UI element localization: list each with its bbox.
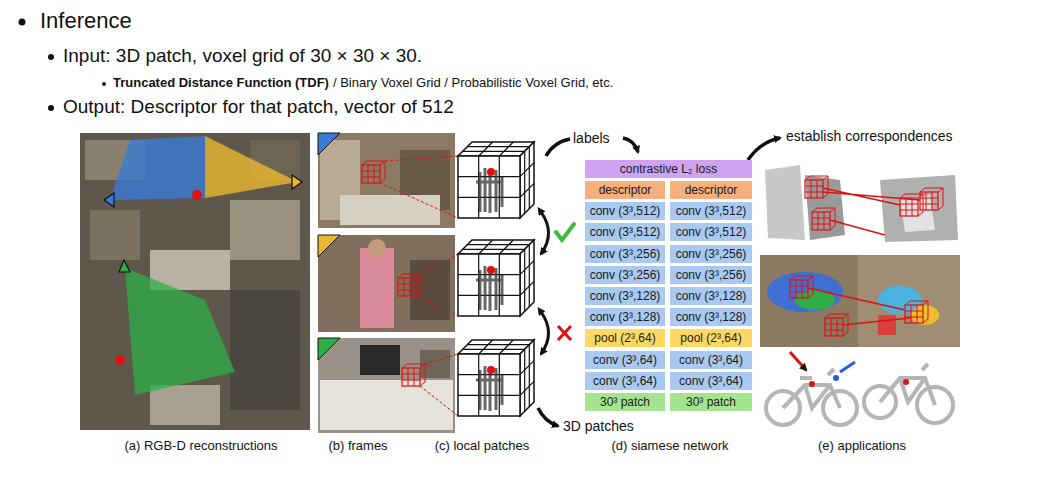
conv-layer: conv (3³,256) — [585, 266, 665, 284]
bullet-text: Input: 3D patch, voxel grid of 30 × 30 ×… — [63, 45, 422, 67]
sub-bullet-text: / Binary Voxel Grid / Probabilistic Voxe… — [333, 76, 613, 91]
match-marks — [541, 212, 574, 354]
conv-layer: conv (3³,64) — [585, 351, 665, 369]
pool-layer: pool (2³,64) — [585, 329, 665, 347]
conv-layer: conv (3³,128) — [670, 287, 752, 305]
conv-layer: conv (3³,256) — [585, 245, 665, 263]
application-images — [760, 160, 960, 425]
panel-caption: (a) RGB-D reconstructions — [124, 439, 277, 454]
bullet-heading: Inference — [40, 8, 132, 33]
pool-layer: pool (2³,64) — [670, 329, 752, 347]
flow-arrows — [538, 138, 780, 426]
layer-label: 30³ patch — [600, 393, 650, 411]
layer-label: conv (3³,128) — [590, 287, 661, 305]
layer-label: conv (3³,256) — [590, 266, 661, 284]
layer-label: pool (2³,64) — [680, 329, 741, 347]
voxel-cubes — [458, 142, 534, 416]
conv-layer: conv (3³,256) — [670, 266, 752, 284]
rgbd-frames — [318, 133, 458, 433]
arrow-label: establish correspondences — [786, 128, 953, 144]
conv-layer: conv (3³,512) — [670, 223, 752, 241]
layer-label: conv (3³,64) — [679, 351, 743, 369]
layer-label: conv (3³,128) — [676, 308, 747, 326]
layer-label: conv (3³,512) — [676, 223, 747, 241]
layer-label: conv (3³,512) — [676, 202, 747, 220]
panel-caption: (d) siamese network — [611, 439, 728, 454]
conv-layer: conv (3³,128) — [585, 308, 665, 326]
panel-caption: (b) frames — [328, 439, 387, 454]
layer-label: conv (3³,256) — [676, 245, 747, 263]
conv-layer: conv (3³,128) — [585, 287, 665, 305]
layer-label: conv (3³,64) — [679, 372, 743, 390]
conv-layer: conv (3³,512) — [585, 223, 665, 241]
input-patch-box: 30³ patch — [585, 393, 665, 411]
arrow-label: labels — [573, 130, 610, 146]
rgbd-reconstruction — [80, 133, 310, 430]
arrow-label: 3D patches — [563, 418, 634, 434]
layer-label: conv (3³,512) — [590, 202, 661, 220]
layer-label: conv (3³,256) — [676, 266, 747, 284]
conv-layer: conv (3³,64) — [670, 351, 752, 369]
panel-caption: (e) applications — [818, 439, 906, 454]
input-patch-box: 30³ patch — [670, 393, 752, 411]
layer-label: descriptor — [599, 181, 652, 199]
loss-box: contrastive L₂ loss — [585, 160, 752, 178]
layer-label: conv (3³,64) — [593, 351, 657, 369]
panel-caption: (c) local patches — [435, 439, 530, 454]
conv-layer: conv (3³,512) — [670, 202, 752, 220]
bullet-text: Output: Descriptor for that patch, vecto… — [63, 96, 454, 118]
layer-label: pool (2³,64) — [594, 329, 655, 347]
layer-label: conv (3³,512) — [590, 223, 661, 241]
conv-layer: conv (3³,128) — [670, 308, 752, 326]
layer-label: conv (3³,256) — [590, 245, 661, 263]
layer-label: contrastive L₂ loss — [620, 160, 717, 178]
layer-label: conv (3³,64) — [593, 372, 657, 390]
conv-layer: conv (3³,64) — [670, 372, 752, 390]
layer-label: 30³ patch — [686, 393, 736, 411]
layer-label: descriptor — [685, 181, 738, 199]
layer-label: conv (3³,128) — [590, 308, 661, 326]
layer-label: conv (3³,128) — [676, 287, 747, 305]
conv-layer: conv (3³,512) — [585, 202, 665, 220]
descriptor-box: descriptor — [585, 181, 665, 199]
descriptor-box: descriptor — [670, 181, 752, 199]
conv-layer: conv (3³,256) — [670, 245, 752, 263]
sub-bullet-bold: Truncated Distance Function (TDF) — [113, 76, 329, 91]
conv-layer: conv (3³,64) — [585, 372, 665, 390]
